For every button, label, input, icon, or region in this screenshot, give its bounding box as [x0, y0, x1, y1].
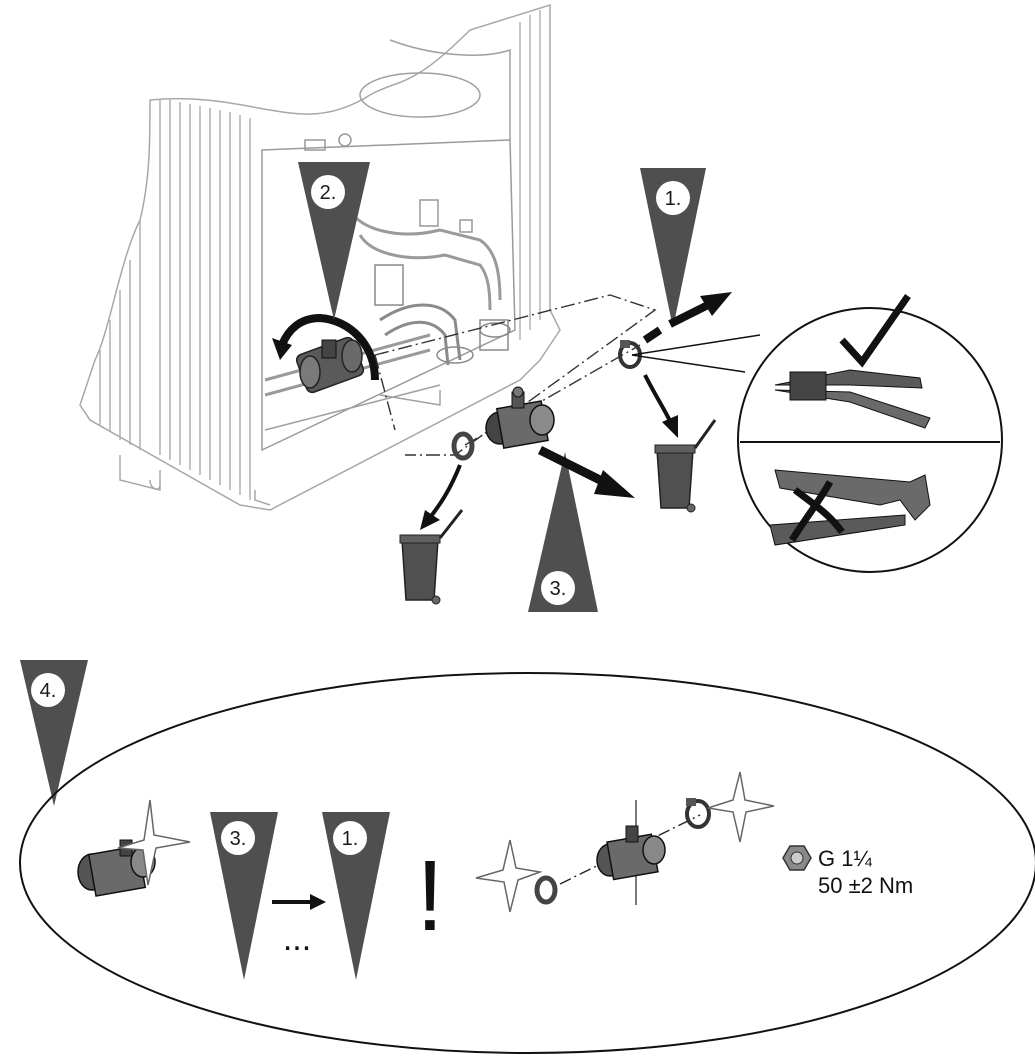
tool-detail-circle: [737, 293, 1003, 573]
seq-step-3-label: 3.: [230, 828, 247, 850]
step-3-label: 3.: [550, 578, 567, 600]
seq-step-1-marker: 1.: [322, 812, 390, 980]
seq-step-1-label: 1.: [342, 828, 359, 850]
callout-line: [631, 354, 746, 373]
ball-valve-icon: [596, 825, 666, 881]
step-4-marker: 4.: [20, 660, 88, 806]
sequence-arrow-icon: [272, 894, 326, 910]
hose-clamp-icon: [618, 340, 642, 369]
crossed-out-tool-icon: [769, 469, 931, 546]
cabinet-illustration: [79, 3, 561, 511]
summary-ellipse: [19, 672, 1035, 1054]
sparkle-icon: [117, 799, 191, 886]
discard-arrow-icon: [643, 374, 674, 426]
seq-step-3-marker: 3.: [210, 812, 278, 980]
ball-valve-icon: [485, 386, 555, 450]
clamp-pliers-icon: [774, 369, 931, 429]
sparkle-icon: [475, 839, 543, 913]
warning-mark: !: [416, 840, 444, 952]
o-ring-gasket-icon: [534, 875, 558, 905]
remove-valve-arrow-icon: [537, 445, 635, 498]
thread-size-text: G 1¼: [818, 846, 872, 871]
ellipsis-text: ...: [283, 920, 311, 958]
step-1-marker: 1.: [640, 168, 706, 328]
waste-bin-icon: [399, 509, 464, 605]
step-2-label: 2.: [320, 182, 337, 204]
sparkle-icon: [707, 771, 775, 843]
step-4-label: 4.: [40, 680, 57, 702]
discard-arrow-icon: [426, 464, 462, 522]
check-icon: [839, 293, 911, 368]
hex-nut-icon: [782, 845, 812, 871]
torque-text: 50 ±2 Nm: [818, 873, 913, 898]
waste-bin-icon: [654, 419, 717, 513]
step-2-marker: 2.: [298, 162, 370, 320]
step-3-marker: 3.: [528, 452, 598, 612]
pull-out-arrow-icon: [642, 292, 732, 344]
hose-clamp-icon: [685, 798, 711, 829]
step-1-label: 1.: [665, 188, 682, 210]
installed-valve-icon: [295, 336, 365, 394]
o-ring-gasket-icon: [451, 431, 475, 461]
rotate-arrow-icon: [278, 313, 379, 381]
